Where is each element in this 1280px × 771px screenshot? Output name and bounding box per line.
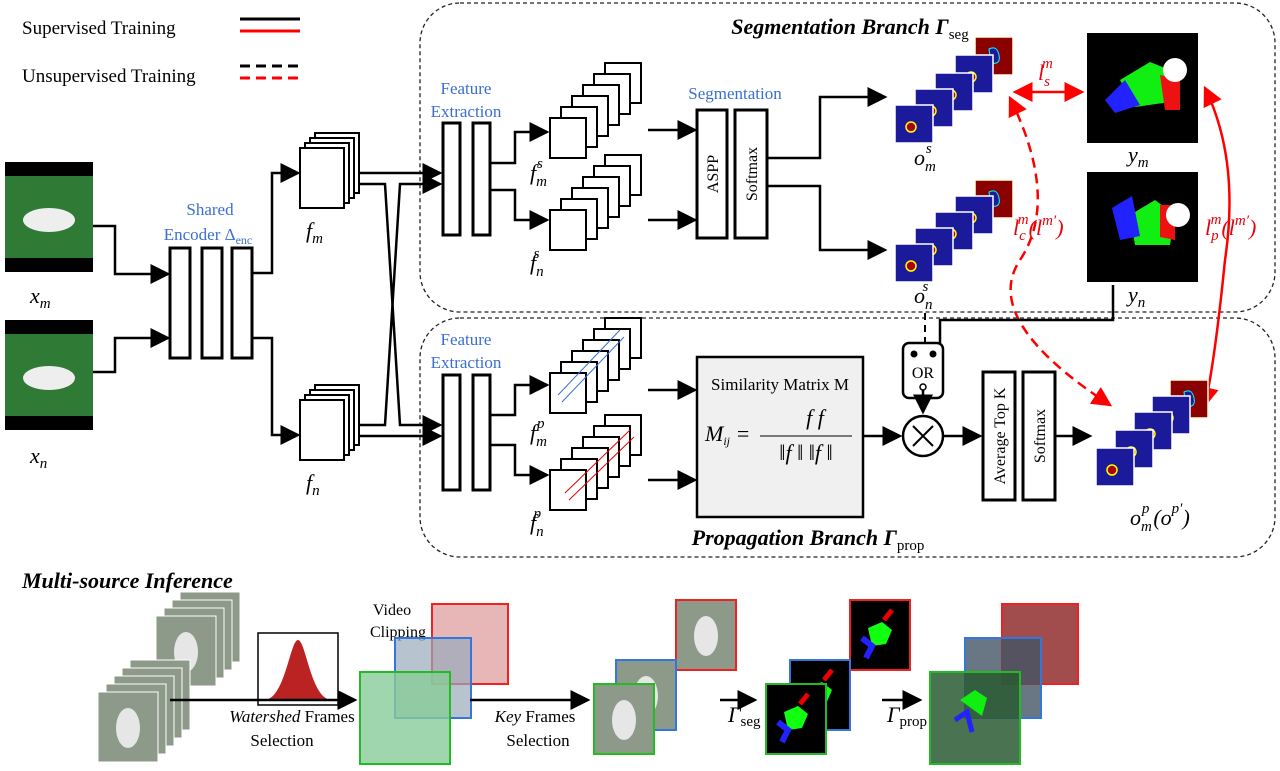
label-ons: ons [914,279,933,313]
key-frames [593,599,737,755]
label-fmp: fmp [530,416,547,450]
aspp-block [695,108,729,240]
legend-unsupervised-label: Unsupervised Training [22,66,196,87]
seg-output-ons [894,179,1014,283]
video-clipping-line1: Video [373,602,411,619]
formula-lhs: Mij = [704,421,750,448]
key-frames-label-line2: Selection [506,731,570,750]
average-top-k-label: Average Top K [992,387,1009,484]
histogram-icon [257,632,339,706]
prop-feature-extraction-line2: Extraction [431,353,502,372]
clipped-video-cubes [359,603,509,765]
label-xm: xm [29,283,51,312]
or-gate-label: OR [912,365,935,382]
input-video-frames [97,591,241,763]
prop-feature-extraction-line1: Feature [441,330,492,349]
seg-feature-extraction-line1: Feature [441,79,492,98]
formula-denominator: ‖f ‖ ‖f ‖ [779,440,832,465]
label-omp: omp(op′) [1130,501,1190,535]
similarity-matrix-block [695,355,865,519]
label-xn: xn [29,443,47,472]
seg-feature-extraction-line2: Extraction [431,102,502,121]
label-lc: lcm(lm′) [1013,212,1064,244]
key-frames-label-line1: Key Frames [494,707,576,726]
label-fms: fms [530,156,547,190]
segmentation-branch-title: Segmentation Branch Γseg [731,14,969,43]
watershed-label-line1: Watershed Frames [229,707,354,726]
ground-truth-yn [1087,172,1198,282]
label-fm: fm [306,218,323,247]
feature-map-fnp [549,414,642,511]
video-clipping-line2: Clipping [370,624,426,641]
label-fnp: fnp [530,506,544,540]
propagation-branch-box [419,317,1276,558]
loss-lc-arrow [1008,95,1113,407]
input-image-xm [5,162,93,272]
seg-softmax-label: Softmax [744,147,761,201]
seg-softmax-block [733,108,769,240]
label-ls: lsm [1038,56,1053,90]
inference-title: Multi-source Inference [21,568,233,593]
label-fn: fn [306,470,320,499]
label-yn: yn [1126,282,1145,311]
similarity-matrix-title: Similarity Matrix M [711,375,849,394]
inference-prop-label: Γprop [886,702,927,730]
prop-feature-extractor [441,373,492,492]
multiply-operator [901,414,945,458]
feature-map-fms [549,62,642,159]
feature-map-fm [299,132,360,209]
prop-output-omp [1095,379,1209,487]
seg-output-oms [894,36,1014,144]
segmentation-branch-box [419,2,1276,313]
label-lp: lpm(lm′) [1205,212,1256,244]
inference-seg-label: Γseg [727,702,761,730]
propagation-branch-title: Propagation Branch Γprop [691,525,925,554]
feature-map-fn [299,384,360,461]
propagated-video-cubes [929,603,1079,765]
input-image-xn [5,320,93,430]
prop-softmax-label: Softmax [1032,409,1049,463]
feature-map-fns [549,154,642,251]
legend-supervised-label: Supervised Training [22,18,176,39]
segmentation-label: Segmentation [688,84,782,103]
shared-encoder [168,246,254,360]
label-oms: oms [914,141,936,175]
segmented-key-frames [766,600,910,754]
encoder-label-line1: Shared [186,200,234,219]
aspp-label: ASPP [705,155,722,193]
loss-lp-arrow [1199,85,1231,408]
label-ym: ym [1126,142,1149,171]
encoder-label-line2: Encoder Δenc [164,225,252,247]
legend: Supervised Training Unsupervised Trainin… [22,17,300,87]
formula-numerator: f f [806,405,827,430]
average-top-k-block [981,370,1017,502]
ground-truth-ym [1087,33,1198,143]
label-fns: fns [530,246,544,280]
feature-map-fmp [549,317,642,414]
seg-feature-extractor [441,121,492,237]
watershed-label-line2: Selection [250,731,314,750]
